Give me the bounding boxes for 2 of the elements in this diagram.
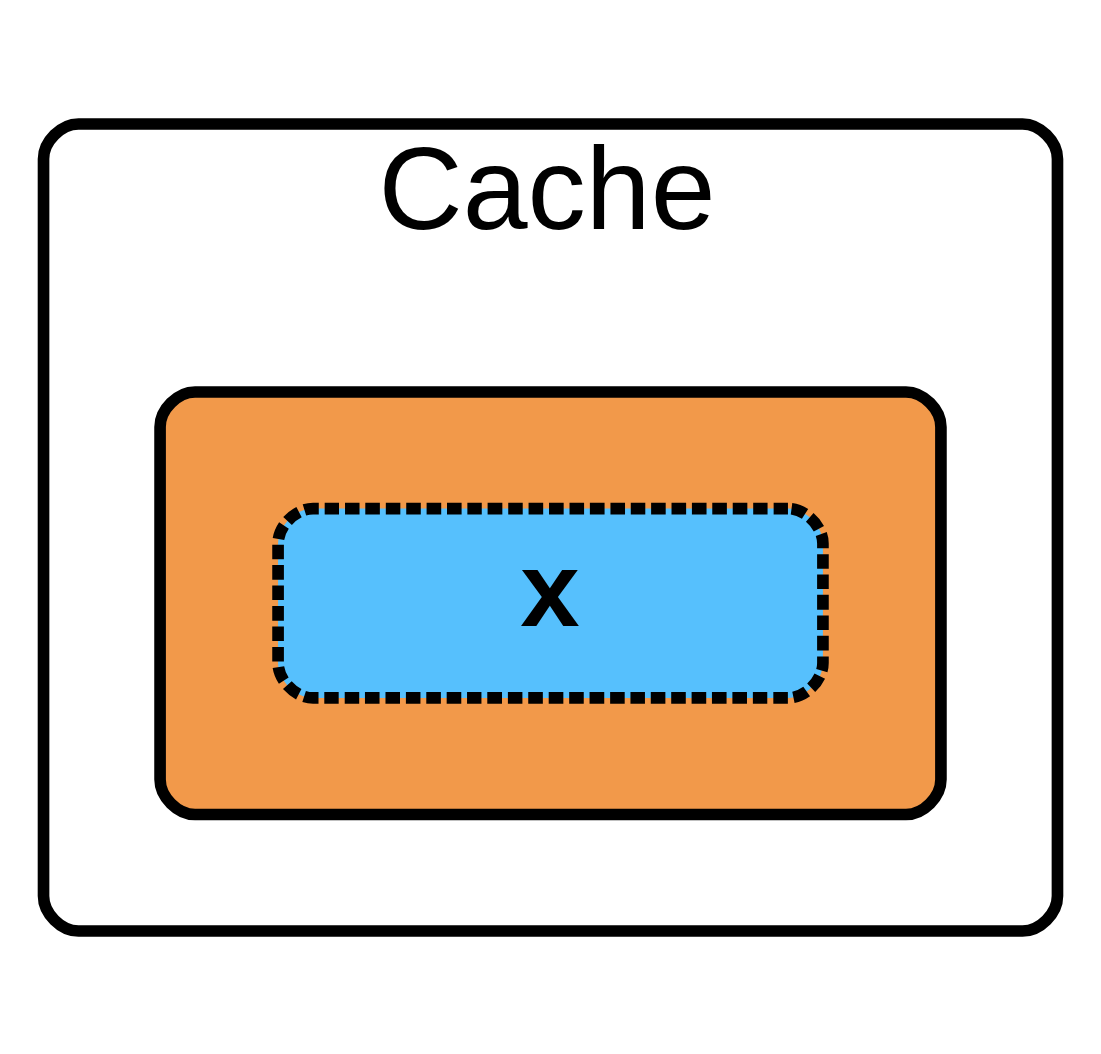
node-box: x [272, 502, 829, 704]
cluster [154, 385, 947, 820]
